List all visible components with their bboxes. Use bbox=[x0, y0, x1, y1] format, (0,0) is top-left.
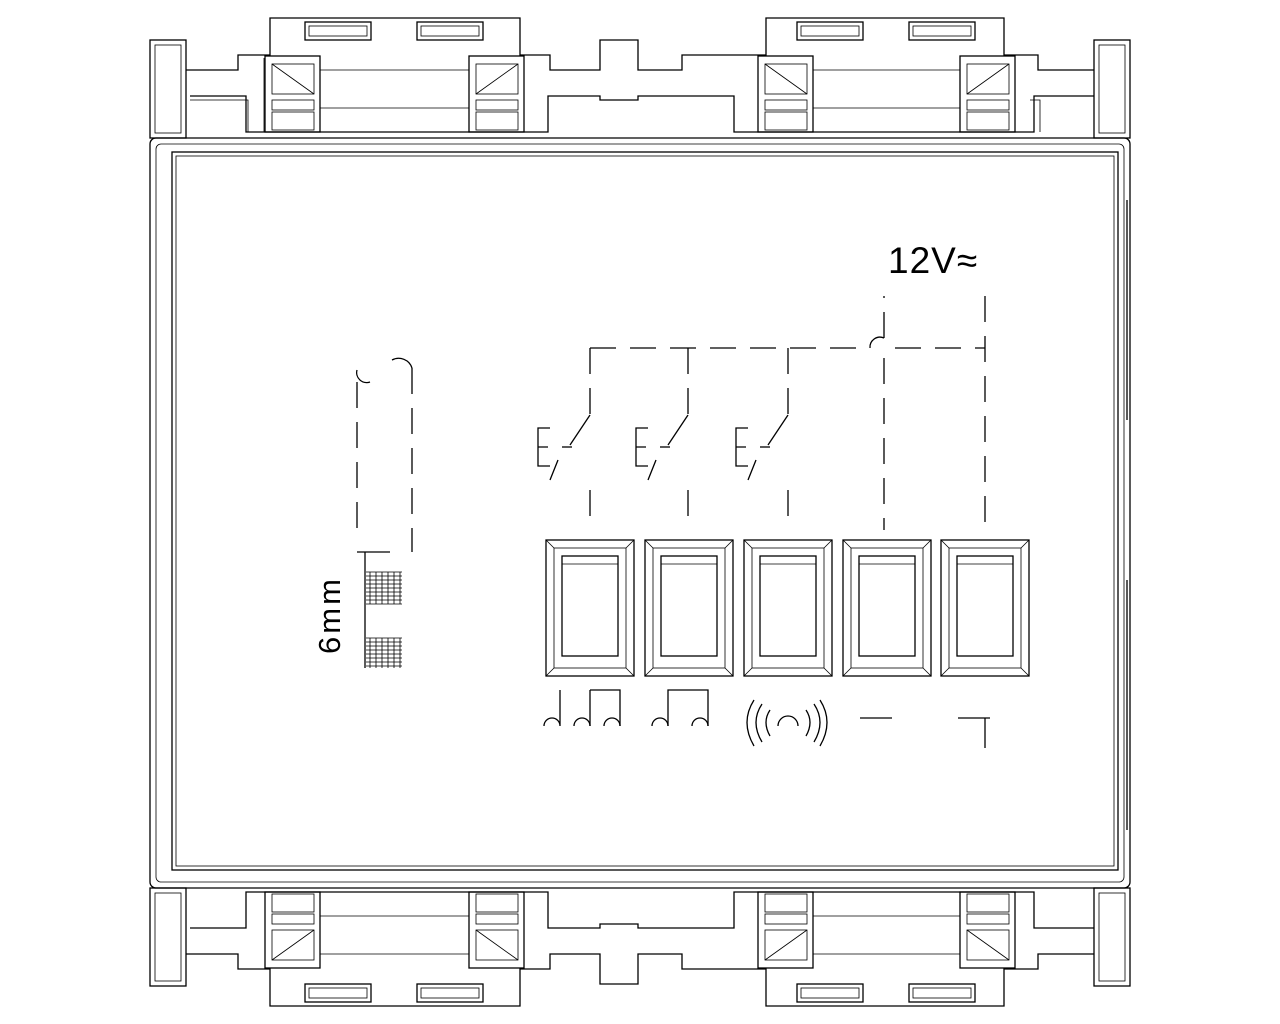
wiring-lines bbox=[569, 296, 986, 530]
double-bell-icon bbox=[543, 689, 621, 727]
pushbutton-symbol bbox=[537, 427, 770, 481]
bottom-clips bbox=[186, 891, 1094, 1007]
plus-icon bbox=[958, 717, 990, 748]
voltage-label: 12V≈ bbox=[888, 240, 979, 281]
sound-waves-icon bbox=[746, 699, 828, 747]
plus-terminal-button[interactable] bbox=[940, 539, 1030, 677]
top-clips bbox=[186, 17, 1094, 133]
buzzer-button[interactable] bbox=[743, 539, 833, 677]
minus-terminal-button[interactable] bbox=[842, 539, 932, 677]
dimension-marker bbox=[356, 357, 413, 668]
chime-double-button[interactable] bbox=[545, 539, 635, 677]
single-bell-icon bbox=[651, 689, 709, 727]
button-row bbox=[545, 539, 1030, 677]
dimension-label: 6mm bbox=[312, 576, 347, 654]
device-outline bbox=[149, 39, 1131, 987]
chime-single-button[interactable] bbox=[644, 539, 734, 677]
